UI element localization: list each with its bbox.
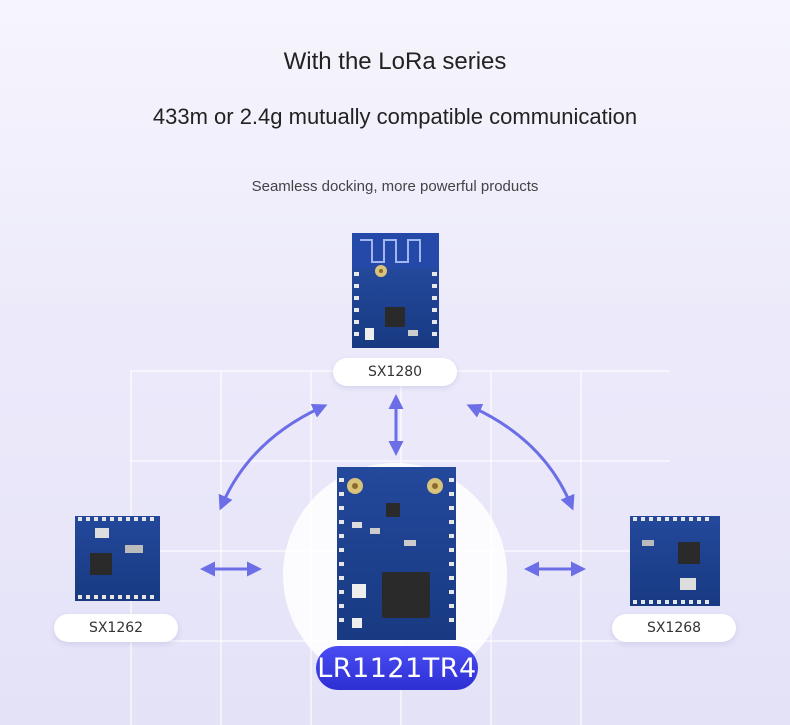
module-sx1280-image (352, 233, 439, 348)
page-subtitle: 433m or 2.4g mutually compatible communi… (152, 104, 638, 129)
arrow-top-right-curve (466, 403, 575, 511)
arrow-top-left-curve (218, 403, 328, 511)
module-lr1121tr4-image (337, 467, 456, 640)
label-sx1280: SX1280 (333, 358, 457, 386)
label-lr1121tr4: LR1121TR4 (316, 646, 478, 690)
page-tagline: Seamless docking, more powerful products (251, 178, 539, 195)
page-title: With the LoRa series (283, 48, 507, 75)
module-sx1262-image (75, 516, 160, 601)
module-sx1268-image (630, 516, 720, 606)
label-sx1262: SX1262 (54, 614, 178, 642)
label-sx1268: SX1268 (612, 614, 736, 642)
